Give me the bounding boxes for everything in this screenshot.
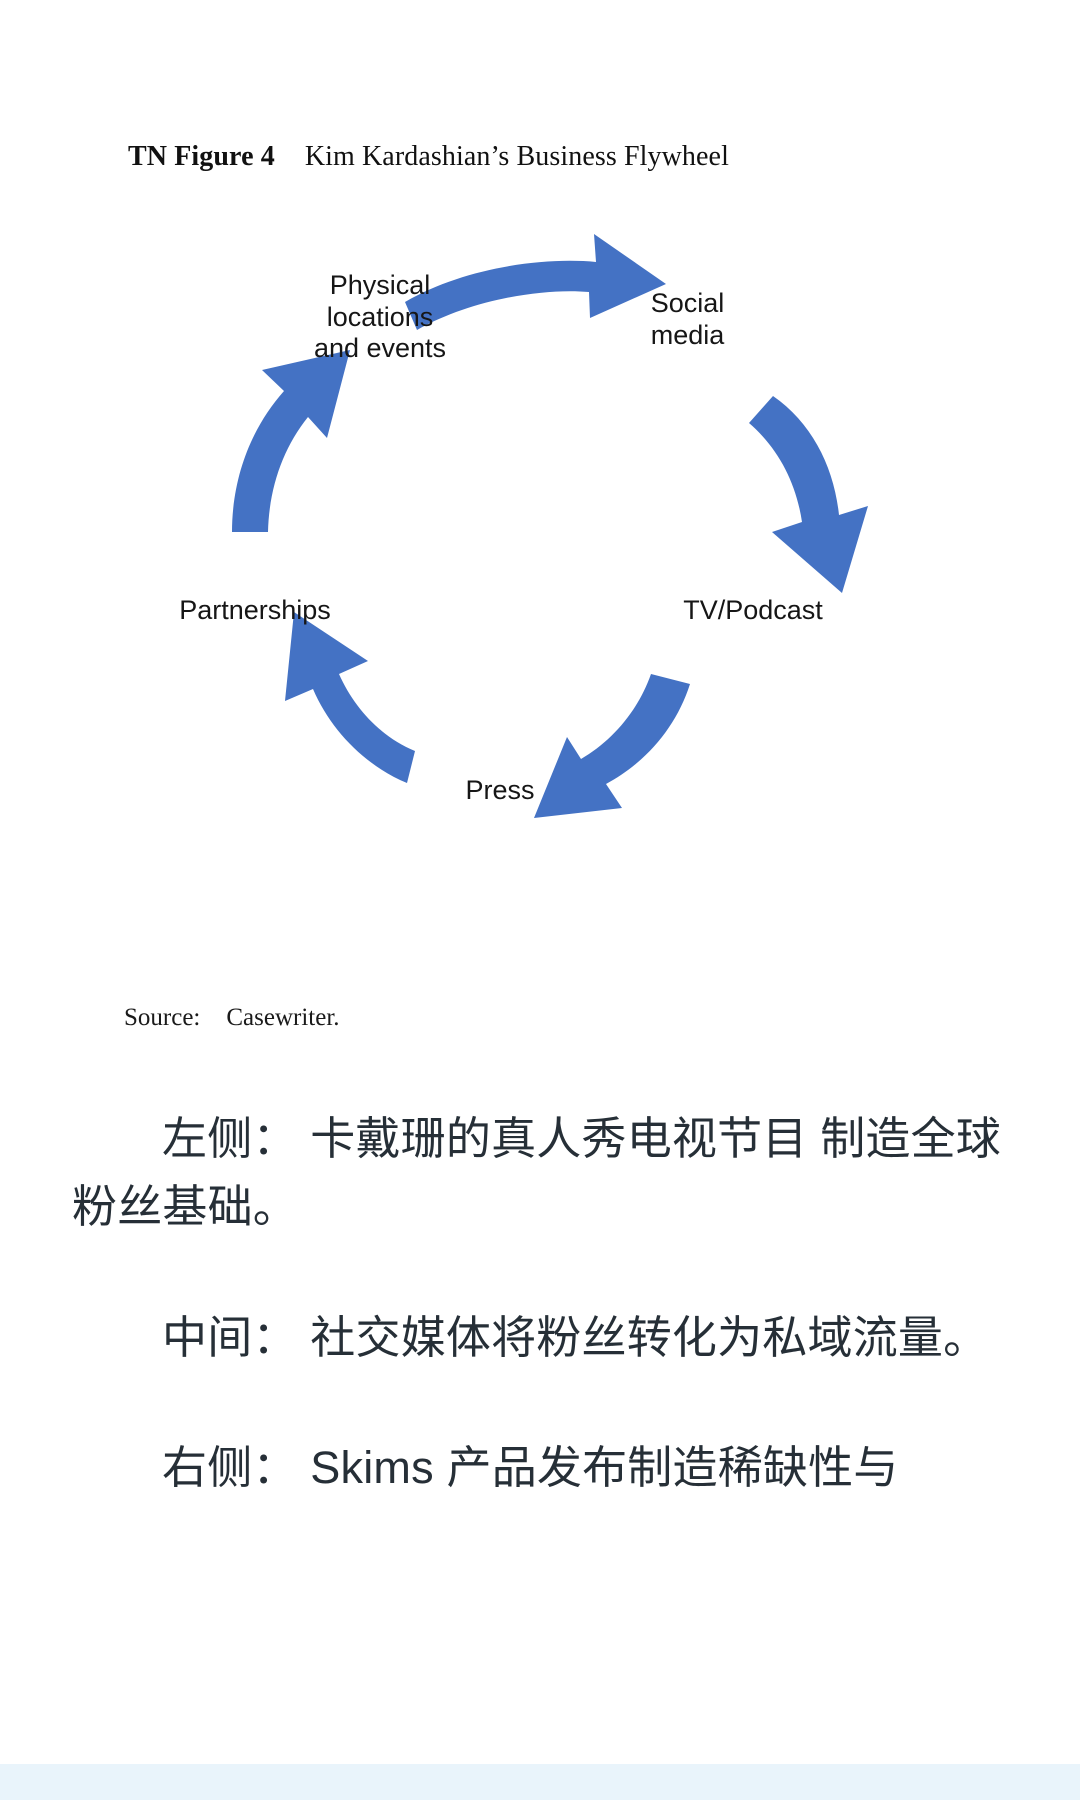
figure-title: TN Figure 4 Kim Kardashian’s Business Fly… [128, 141, 729, 173]
body-paragraph-left: 左侧： 卡戴珊的真人秀电视节目 制造全球粉丝基础。 [72, 1113, 1002, 1233]
article-body: 左侧： 卡戴珊的真人秀电视节目 制造全球粉丝基础。 中间： 社交媒体将粉丝转化为… [0, 1105, 1080, 1565]
figure-source-line: Source: Casewriter. [124, 1004, 340, 1032]
flywheel-label-physical-locations-and-events: Physical locations and events [313, 270, 447, 364]
source-label: Source: [124, 1004, 201, 1031]
flywheel-label-social-media: Social media [650, 288, 725, 350]
bottom-accent-bar [0, 1764, 1080, 1800]
flywheel-label-press: Press [465, 775, 535, 805]
figure-number: TN Figure 4 [128, 141, 275, 172]
flywheel-label-tv-podcast: TV/Podcast [683, 595, 823, 625]
arrow-physical-to-social [405, 234, 666, 330]
arrow-press-to-partnerships [285, 612, 415, 783]
arrow-social-to-tvpodcast [749, 396, 868, 593]
figure-block: TN Figure 4 Kim Kardashian’s Business Fly… [120, 141, 960, 1032]
flywheel-arrows-svg [232, 234, 868, 818]
source-value: Casewriter. [226, 1004, 340, 1031]
flywheel-diagram: Physical locations and events Social med… [120, 210, 960, 850]
flywheel-label-partnerships: Partnerships [179, 595, 331, 625]
body-paragraph-middle: 中间： 社交媒体将粉丝转化为私域流量。 [162, 1311, 989, 1363]
figure-title-text: Kim Kardashian’s Business Flywheel [304, 141, 729, 172]
arrow-partnerships-to-physical [232, 350, 350, 532]
body-paragraph-right: 右侧： Skims 产品发布制造稀缺性与 [162, 1442, 899, 1494]
arrow-tvpodcast-to-press [534, 674, 690, 818]
